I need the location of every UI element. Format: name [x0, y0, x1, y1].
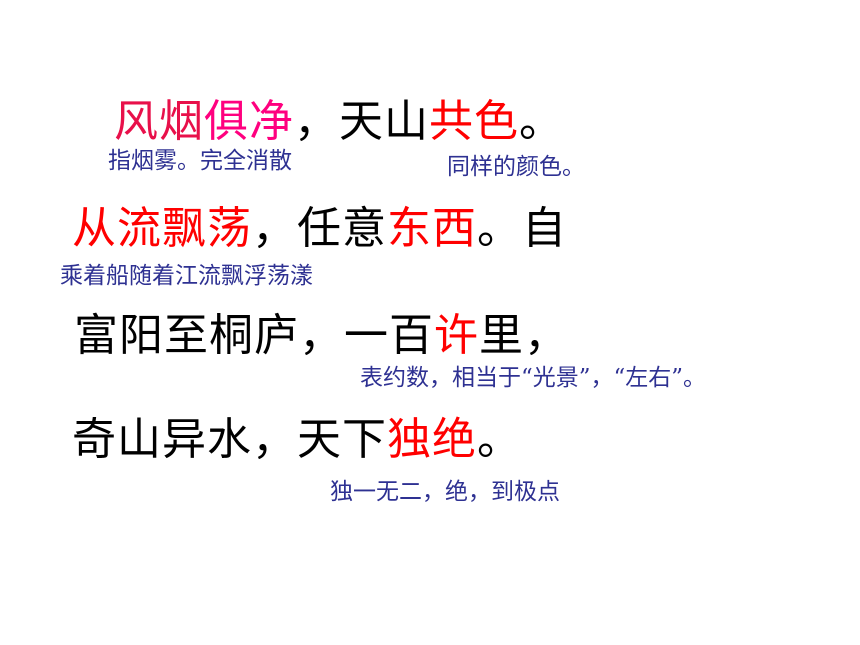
highlight-fengyan: 风烟 — [114, 96, 204, 147]
text-qishan: 奇山异水，天下 — [72, 414, 387, 465]
text-li: 里， — [479, 310, 569, 361]
text-period: 。 — [519, 96, 564, 147]
highlight-dongxi: 东西 — [387, 203, 477, 254]
text-zi: 。自 — [477, 203, 567, 254]
highlight-congliupiaodang: 从流飘荡 — [72, 203, 252, 254]
annotation-xu: 表约数，相当于“光景”，“左右”。 — [360, 365, 707, 391]
highlight-dujue: 独绝 — [387, 414, 477, 465]
text-line-2: 从流飘荡，任意东西。自 — [72, 203, 567, 255]
text-line-1: 风烟俱净，天山共色。 — [114, 96, 564, 148]
text-line-3: 富阳至桐庐，一百许里， — [74, 310, 569, 362]
annotation-congliupiaodang: 乘着船随着江流飘浮荡漾 — [60, 263, 313, 289]
annotation-dujue: 独一无二，绝，到极点 — [330, 479, 560, 505]
text-renyi: ，任意 — [252, 203, 387, 254]
annotation-gongse: 同样的颜色。 — [447, 154, 585, 180]
highlight-jujing: 俱净 — [204, 96, 294, 147]
text-fuyang: 富阳至桐庐，一百 — [74, 310, 434, 361]
text-line-4: 奇山异水，天下独绝。 — [72, 414, 522, 466]
text-tianshan: ，天山 — [294, 96, 429, 147]
text-period-2: 。 — [477, 414, 522, 465]
highlight-xu: 许 — [434, 310, 479, 361]
annotation-jujing: 指烟雾。完全消散 — [108, 148, 292, 174]
highlight-gongse: 共色 — [429, 96, 519, 147]
